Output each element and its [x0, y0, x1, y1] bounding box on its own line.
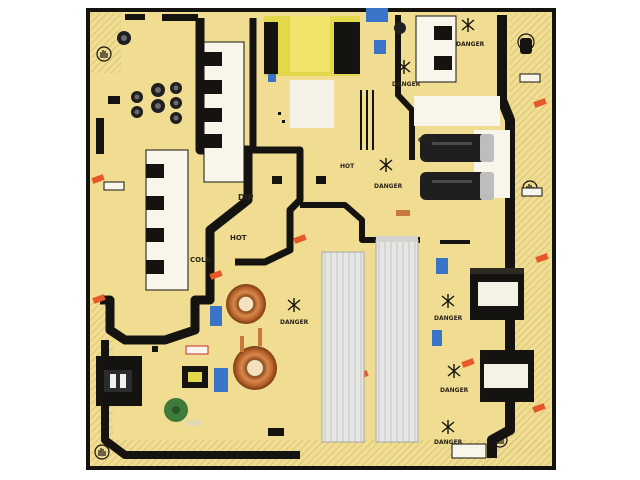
transistors-lower — [146, 164, 164, 274]
danger-symbols — [287, 18, 475, 434]
blue-relay-small — [268, 74, 276, 82]
blue-x-capacitor-2 — [436, 258, 448, 274]
toroid-inductor-lower — [233, 346, 277, 390]
danger-label-1: DANGER — [456, 41, 485, 48]
danger-label-2: DANGER — [392, 81, 421, 88]
blue-capacitor-mid — [374, 40, 386, 54]
heatsink-clip — [376, 236, 418, 242]
isolation-trace-upper-right — [395, 15, 415, 160]
output-transformer-upper — [470, 268, 524, 320]
hot-label: HOT — [230, 234, 247, 242]
capacitor-cluster — [117, 31, 182, 124]
danger-label-3: DANGER — [374, 183, 403, 190]
blue-relay-top — [366, 8, 388, 22]
cold-label-right: COLD — [418, 137, 436, 144]
component-pad-top-right — [415, 15, 457, 83]
choke-window — [188, 372, 202, 382]
hand-warning-fill — [520, 38, 532, 54]
isolation-trace-middle — [235, 18, 304, 266]
heatsink-right — [375, 239, 419, 443]
cold-label: COLD — [190, 256, 212, 264]
transformer-shadow — [290, 80, 334, 128]
left-mount-bracket — [103, 181, 125, 191]
ac-input-socket — [96, 356, 142, 406]
transformer-core-right — [334, 22, 360, 74]
blue-x-capacitor-3 — [432, 330, 442, 346]
hot-label-right: HOT — [340, 163, 355, 170]
small-cap-top — [394, 22, 406, 34]
top-connector-small — [125, 14, 145, 20]
toroid-wire-2 — [258, 328, 262, 346]
white-shield-strip — [414, 96, 500, 126]
transformer-core-left — [264, 22, 278, 74]
green-capacitor-top — [172, 406, 180, 414]
blue-x-capacitor-1 — [210, 306, 222, 326]
danger-label-7: DANGER — [434, 439, 463, 446]
toroid-wire-1 — [240, 336, 244, 352]
isolation-trace-left — [100, 18, 253, 345]
sticker-label — [185, 345, 209, 355]
danger-label-6: DANGER — [440, 387, 469, 394]
danger-label-5: DANGER — [434, 315, 463, 322]
output-transformer-lower — [480, 350, 534, 402]
board-outer-trace — [86, 8, 556, 470]
danger-label-4: DANGER — [280, 319, 309, 326]
transistors-upper — [204, 52, 222, 148]
right-mount-bracket — [519, 73, 541, 83]
toroid-inductor-upper — [226, 284, 266, 324]
transformer-label — [290, 16, 330, 72]
hatch-zone-top-left — [91, 13, 121, 73]
bottom-barcode — [451, 443, 487, 459]
smd-components — [96, 90, 470, 436]
blue-x-capacitor-4 — [214, 368, 228, 392]
bulk-capacitors — [420, 134, 494, 200]
right-mount-bracket-2 — [521, 187, 543, 197]
heatsink-left — [321, 251, 365, 443]
transistors-top-right — [434, 26, 452, 70]
dip-label: DIP — [238, 193, 254, 202]
top-connector — [162, 14, 198, 21]
